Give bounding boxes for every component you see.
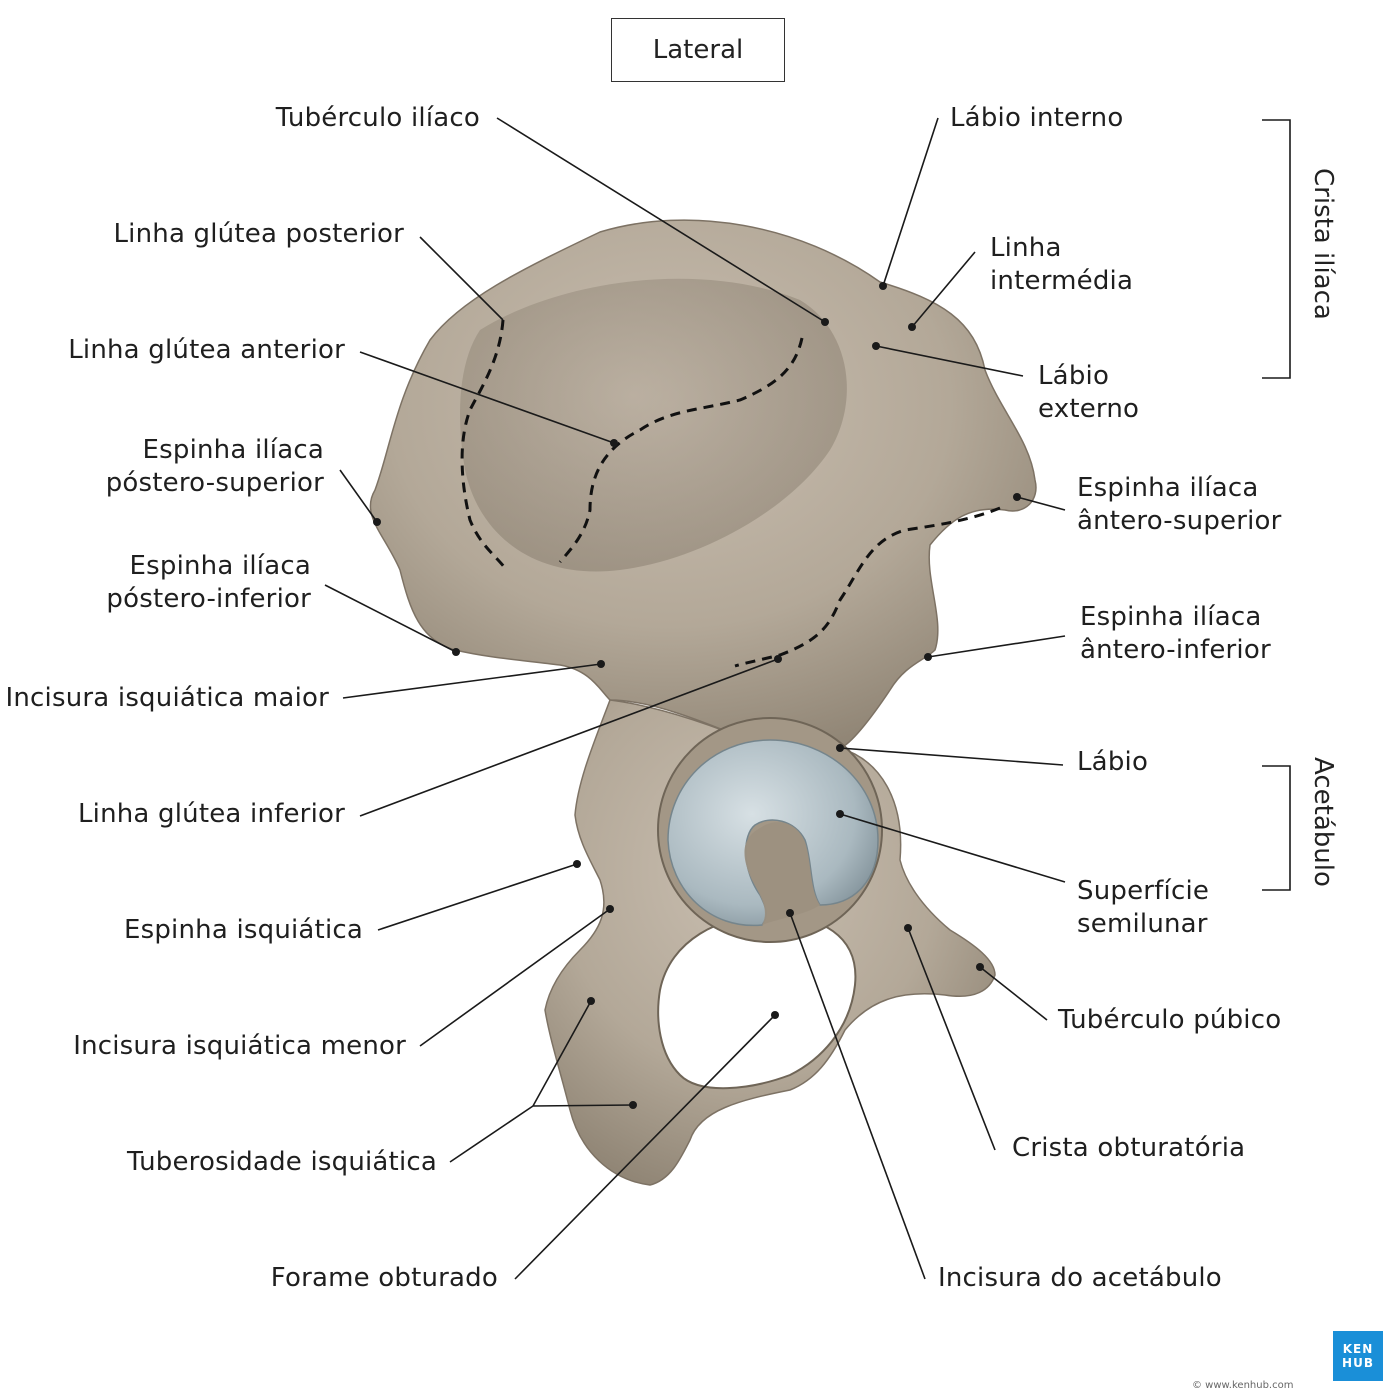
label-linha-intermedia-1: Linha — [990, 233, 1062, 263]
kenhub-logo: KEN HUB — [1333, 1331, 1383, 1381]
label-linha-intermedia-2: intermédia — [990, 266, 1134, 296]
label-labio-externo-1: Lábio — [1038, 361, 1110, 391]
label-superficie-semilunar-1: Superfície — [1077, 876, 1210, 906]
group-crista-iliaca: Crista ilíaca — [1308, 168, 1338, 320]
label-labio-interno: Lábio interno — [950, 103, 1124, 133]
label-superficie-semilunar-2: semilunar — [1077, 909, 1208, 939]
logo-line-2: HUB — [1342, 1356, 1374, 1370]
credit-text: © www.kenhub.com — [1192, 1380, 1294, 1391]
label-incisura-acetabulo: Incisura do acetábulo — [938, 1263, 1222, 1293]
label-espinha-anteroinferior-1: Espinha ilíaca — [1080, 602, 1262, 632]
label-crista-obturatoria: Crista obturatória — [1012, 1133, 1246, 1163]
label-tuberosidade-isquiatica: Tuberosidade isquiática — [126, 1147, 437, 1177]
anterior-gluteal-line-dashed — [558, 337, 804, 563]
label-linha-glutea-inferior: Linha glútea inferior — [77, 799, 345, 829]
crista-iliaca-bracket — [1262, 119, 1291, 379]
label-incisura-isquiatica-menor: Incisura isquiática menor — [73, 1031, 406, 1061]
label-espinha-anterosuperior-1: Espinha ilíaca — [1077, 473, 1259, 503]
gluteal-surface-shade — [460, 278, 847, 572]
lunate-surface — [667, 739, 879, 927]
label-tuberculo-iliaco: Tubérculo ilíaco — [275, 103, 480, 133]
logo-line-1: KEN — [1342, 1342, 1374, 1356]
label-espinha-posterosuperior-2: póstero-superior — [105, 468, 324, 498]
label-espinha-anterosuperior-2: ântero-superior — [1077, 506, 1282, 536]
label-incisura-isquiatica-maior: Incisura isquiática maior — [5, 683, 329, 713]
label-labio-externo-2: externo — [1038, 394, 1140, 424]
label-labio: Lábio — [1077, 747, 1149, 777]
view-label: Lateral — [611, 18, 785, 82]
label-linha-glutea-anterior: Linha glútea anterior — [68, 335, 345, 365]
label-espinha-posteroinferior-2: póstero-inferior — [106, 584, 311, 614]
label-tuberculo-pubico: Tubérculo púbico — [1058, 1005, 1282, 1035]
label-espinha-posterosuperior-1: Espinha ilíaca — [142, 435, 324, 465]
label-espinha-isquiatica: Espinha isquiática — [123, 915, 363, 945]
acetabular-fossa — [744, 822, 820, 925]
group-acetabulo: Acetábulo — [1308, 757, 1338, 887]
label-espinha-posteroinferior-1: Espinha ilíaca — [129, 551, 311, 581]
acetabulo-bracket — [1262, 765, 1291, 891]
label-linha-glutea-posterior: Linha glútea posterior — [113, 219, 404, 249]
label-espinha-anteroinferior-2: ântero-inferior — [1080, 635, 1271, 665]
leader-dots — [373, 282, 1021, 1109]
inferior-gluteal-line-dashed — [734, 506, 1001, 668]
leader-lines — [324, 117, 1066, 1280]
posterior-gluteal-line-dashed — [460, 319, 507, 569]
label-forame-obturado: Forame obturado — [270, 1263, 498, 1293]
